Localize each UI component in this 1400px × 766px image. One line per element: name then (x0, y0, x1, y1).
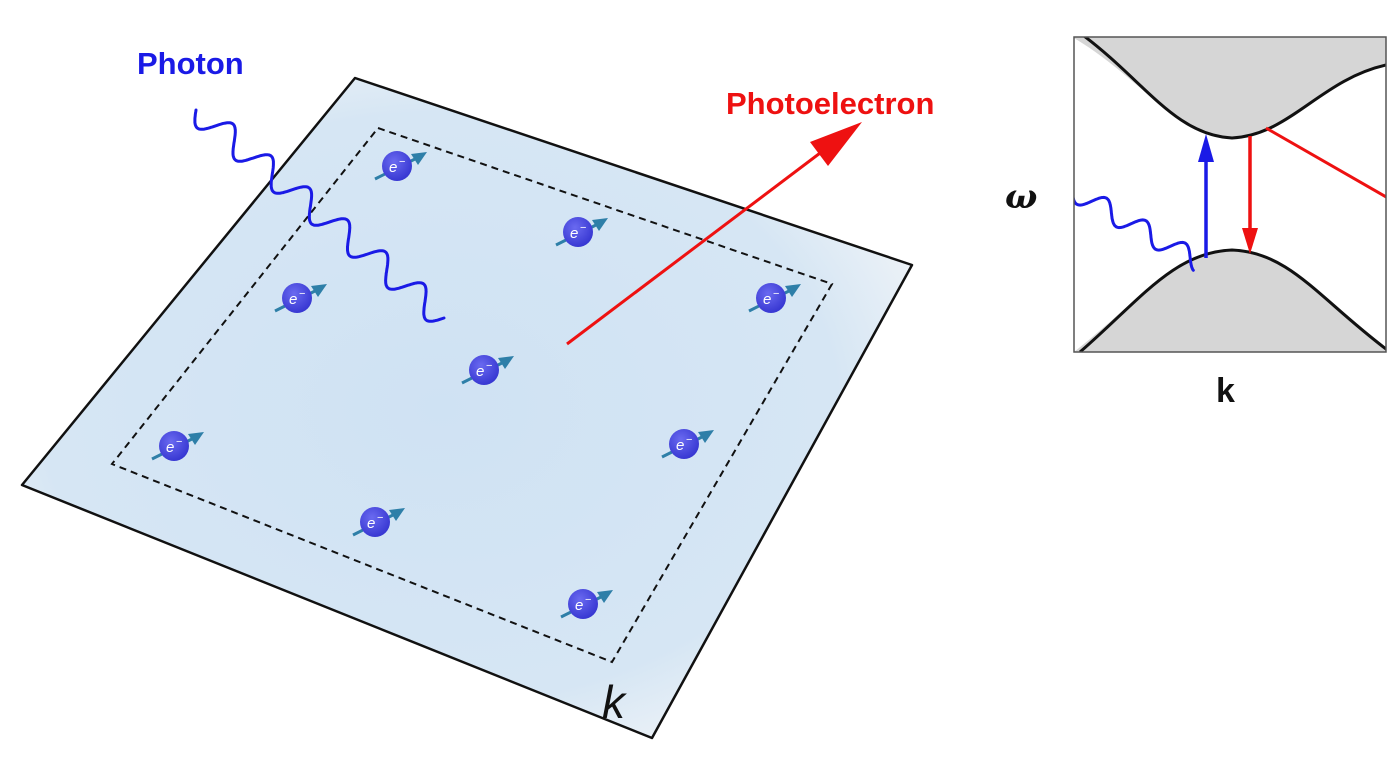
relaxation-arrowhead (1242, 228, 1258, 254)
band-frame (1073, 36, 1387, 353)
electron: e− (555, 217, 608, 247)
electron-ball (469, 355, 499, 385)
electron-symbol: e (575, 597, 583, 614)
valence-band-edge (1079, 248, 1386, 352)
spin-arrowhead (311, 284, 327, 297)
electron-charge: − (580, 222, 586, 234)
electron-ball (159, 431, 189, 461)
spin-arrowhead (188, 432, 204, 445)
electron-symbol: e (389, 159, 397, 176)
electron-symbol: e (367, 515, 375, 532)
electron: e− (748, 283, 801, 313)
electron-charge: − (686, 434, 692, 446)
valence-band (1074, 250, 1386, 352)
electron: e− (661, 429, 714, 459)
electron-charge: − (377, 512, 383, 524)
emission-line (1265, 126, 1386, 199)
electron-charge: − (773, 288, 779, 300)
electron: e− (352, 507, 405, 537)
excitation-arrowhead (1198, 134, 1214, 162)
sample-plane (20, 76, 914, 740)
spin-arrowhead (698, 430, 714, 443)
electron-ball (669, 429, 699, 459)
electron-charge: − (299, 288, 305, 300)
spin-arrowhead (411, 152, 427, 165)
electron: e− (374, 151, 427, 181)
electron-ball (282, 283, 312, 313)
electron-symbol: e (763, 291, 771, 308)
conduction-band (1074, 37, 1386, 138)
electron-group: e−e−e−e−e−e−e−e−e− (151, 151, 801, 619)
omega-axis-label: ω (1005, 177, 1037, 217)
electron-charge: − (585, 594, 591, 606)
photon-label: Photon (137, 46, 244, 81)
photon-wave (193, 108, 446, 323)
electron-symbol: e (289, 291, 297, 308)
electron-charge: − (399, 156, 405, 168)
electron-symbol: e (166, 439, 174, 456)
electron-charge: − (486, 360, 492, 372)
photoelectron-arrow (566, 139, 837, 346)
electron: e− (461, 355, 514, 385)
electron-ball (756, 283, 786, 313)
spin-arrowhead (785, 284, 801, 297)
spin-arrowhead (592, 218, 608, 231)
conduction-band-edge (1082, 37, 1386, 140)
electron-symbol: e (676, 437, 684, 454)
band-photon-wave (1074, 194, 1195, 272)
spin-arrowhead (498, 356, 514, 369)
electron-ball (563, 217, 593, 247)
electron-symbol: e (476, 363, 484, 380)
electron: e− (560, 589, 613, 619)
spin-arrowhead (597, 590, 613, 603)
electron-ball (568, 589, 598, 619)
band-diagram: ω k (1005, 36, 1387, 410)
photoelectron-arrowhead (810, 122, 862, 166)
electron-ball (360, 507, 390, 537)
k-axis-label: k (1216, 372, 1235, 410)
spin-arrowhead (389, 508, 405, 521)
electron: e− (274, 283, 327, 313)
electron-ball (382, 151, 412, 181)
dashed-region (110, 126, 834, 664)
photoelectron-label: Photoelectron (726, 86, 934, 121)
electron-charge: − (176, 436, 182, 448)
electron-symbol: e (570, 225, 578, 242)
plane-k-label: k (602, 676, 627, 728)
electron: e− (151, 431, 204, 461)
